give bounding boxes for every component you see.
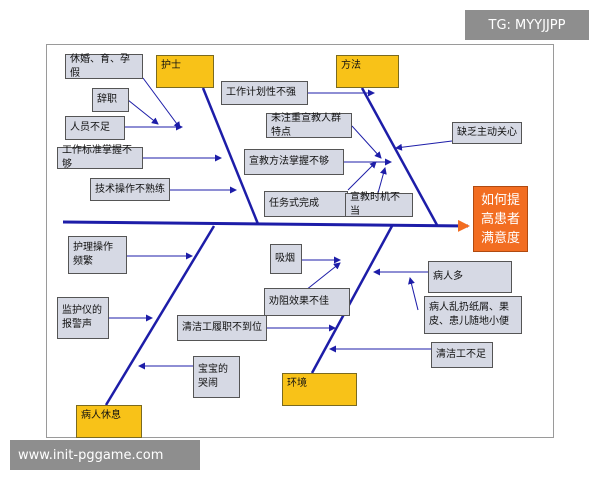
cause-many-patients: 病人多 [428, 261, 512, 293]
watermark-top: TG: MYYJJPP [465, 10, 589, 40]
cause-monitor: 监护仪的报警声 [57, 297, 109, 339]
cause-staff-short: 人员不足 [65, 116, 125, 140]
cause-resign: 辞职 [92, 88, 129, 112]
problem-head: 如何提高患者满意度 [473, 186, 528, 252]
cause-baby: 宝宝的哭闹 [193, 356, 240, 398]
cause-skill: 技术操作不熟练 [90, 178, 170, 201]
cause-task: 任务式完成 [264, 191, 348, 217]
cause-standard: 工作标准掌握不够 [57, 145, 143, 170]
diagram-frame [46, 44, 554, 438]
cause-edu-method: 宣教方法掌握不够 [244, 149, 344, 175]
cause-initiative: 缺乏主动关心 [452, 122, 522, 144]
bone-environment [310, 225, 394, 374]
cause-plan: 工作计划性不强 [221, 81, 308, 105]
category-patient-rest: 病人休息 [76, 405, 142, 438]
category-environment: 环境 [282, 373, 357, 406]
cause-features: 未注重宣教人群特点 [266, 113, 352, 138]
bone-method [360, 87, 439, 226]
cause-smoking: 吸烟 [270, 244, 302, 274]
cause-cleaner-short: 清洁工不足 [431, 342, 493, 368]
cause-litter: 病人乱扔纸屑、果皮、患儿随地小便 [424, 296, 522, 334]
watermark-bottom: www.init-pggame.com [10, 440, 200, 470]
spine-line [62, 219, 470, 232]
bone-patient-rest [104, 225, 216, 406]
category-nurse: 护士 [156, 55, 214, 88]
category-method: 方法 [336, 55, 399, 88]
cause-timing: 宣教时机不当 [345, 192, 413, 217]
cause-effect: 劝阻效果不佳 [264, 288, 350, 316]
cause-nursing-ops: 护理操作频繁 [68, 236, 127, 274]
cause-cleaning-duty: 清洁工履职不到位 [177, 315, 267, 341]
bone-nurse [201, 87, 260, 225]
cause-leave: 休婚、育、孕假 [65, 54, 143, 79]
